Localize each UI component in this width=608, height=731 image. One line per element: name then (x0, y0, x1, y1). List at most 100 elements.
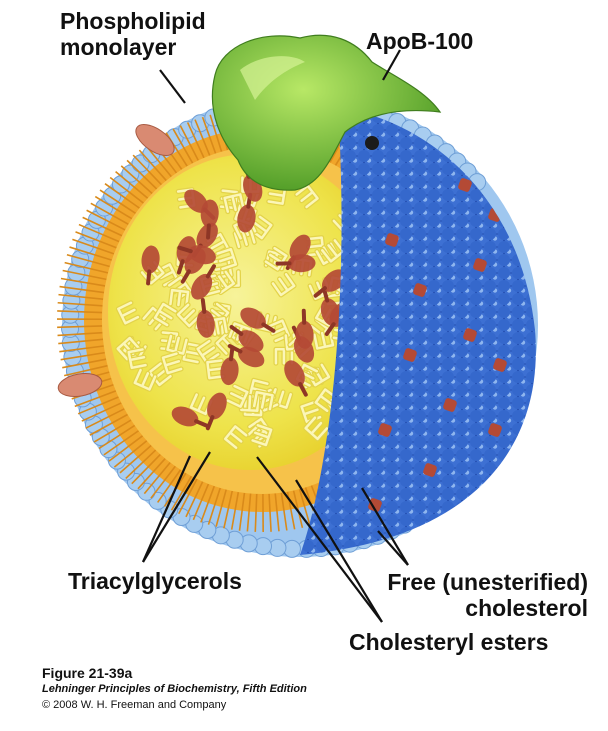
free-cholesterol-dot (493, 358, 507, 372)
lipid-tail (201, 116, 217, 154)
lipid-tail (179, 125, 199, 161)
triacylglycerol-molecule (305, 362, 332, 388)
triacylglycerol-molecule (268, 386, 294, 411)
triacylglycerol-molecule (210, 269, 237, 296)
lipid-tail (93, 419, 132, 443)
lipid-tail (59, 345, 104, 353)
lipid-tail (58, 338, 104, 345)
leader-free-a (361, 487, 409, 566)
lipid-tail (185, 481, 204, 518)
triacylglycerol-molecule (215, 246, 239, 272)
free-cholesterol-dot (488, 423, 502, 437)
free-cholesterol-dot (368, 498, 382, 512)
cholesteryl-ester (240, 307, 276, 333)
triacylglycerol-molecule (132, 367, 158, 392)
lipid-tail (85, 408, 125, 429)
lipid-tail (98, 424, 136, 450)
leader-lines (141, 49, 409, 623)
label-triacylglycerols: Triacylglycerols (68, 568, 242, 594)
leader-free-b (377, 530, 409, 566)
lipid-tail (64, 261, 109, 274)
lipid-tail (172, 128, 194, 164)
lipid-tail (186, 122, 205, 159)
triacylglycerol-molecule (232, 226, 257, 250)
lipid-tail (298, 488, 311, 527)
lipid-tail (246, 493, 252, 532)
lipid-tail (280, 492, 288, 531)
lipid-tail (230, 491, 240, 530)
triacylglycerol-molecule (251, 389, 276, 412)
lipid-tail (125, 449, 157, 480)
cholesteryl-ester (141, 245, 160, 286)
label-free-line1: Free (unesterified) (387, 569, 588, 595)
cholesteryl-ester (284, 360, 308, 397)
free-cholesterol-dot (463, 328, 477, 342)
lipid-tail (143, 461, 171, 495)
triacylglycerol-molecule (195, 338, 221, 365)
lipid-tail (99, 189, 137, 215)
lipid-tail (57, 325, 103, 329)
cholesteryl-ester (205, 392, 227, 431)
lipid-tail (57, 331, 103, 337)
triacylglycerol-molecule (204, 358, 226, 381)
triacylglycerol-molecule (303, 415, 330, 442)
lipid-tail (74, 390, 117, 408)
lipid-tail (126, 159, 158, 190)
lipid-tail (170, 475, 193, 511)
lipid-tail (60, 351, 105, 361)
leader-tri-b (142, 451, 211, 563)
cholesteryl-ester (191, 264, 216, 300)
label-phospholipid-line2: monolayer (60, 34, 177, 60)
cholesteryl-ester (227, 344, 265, 368)
leader-chol-a (256, 456, 383, 623)
triacylglycerol-molecule (165, 333, 189, 357)
label-phospholipid-line1: Phospholipid (60, 8, 206, 34)
lipid-tail (60, 277, 106, 287)
triacylglycerol-molecule (270, 271, 297, 298)
lipid-tail (115, 170, 149, 199)
lipid-tail (66, 254, 110, 268)
lipid-tail (86, 209, 126, 231)
lipid-tail (64, 364, 108, 377)
free-cholesterol-dot (385, 233, 399, 247)
lipid-tail (132, 154, 163, 186)
triacylglycerol-molecule (115, 335, 142, 362)
triacylglycerol-molecule (160, 351, 184, 376)
book-title: Lehninger Principles of Biochemistry, Fi… (42, 683, 307, 695)
surface-dark-dot (365, 136, 379, 150)
lipid-tail (89, 413, 129, 436)
lipid-tail (69, 246, 113, 261)
triacylglycerol-molecule (319, 237, 346, 264)
triacylglycerol-molecule (313, 387, 340, 414)
leader-apob (382, 49, 401, 81)
label-free-cholesterol: Free (unesterified) cholesterol (378, 569, 588, 621)
lipid-tail (77, 396, 119, 415)
lipid-tail (103, 430, 140, 456)
triacylglycerol-molecule (115, 300, 141, 326)
triacylglycerol-molecule (222, 191, 246, 215)
free-cholesterol-dot (423, 463, 437, 477)
triacylglycerol-molecule (238, 393, 261, 414)
free-cholesterol-dot (443, 398, 457, 412)
lipid-tail (238, 492, 246, 531)
triacylglycerol-molecule (175, 302, 202, 329)
free-cholesterol-dot (378, 423, 392, 437)
triacylglycerol-molecule (263, 245, 289, 272)
triacylglycerol-molecule (247, 214, 274, 241)
triacylglycerol-molecule (214, 329, 241, 356)
lipid-tail (268, 493, 272, 532)
lipid-tail (62, 358, 107, 369)
lipid-tail (292, 490, 304, 529)
triacylglycerol-molecule (204, 301, 231, 328)
free-cholesterol-dot (458, 178, 472, 192)
triacylglycerol-molecule (181, 341, 204, 365)
lipid-tail (94, 195, 133, 220)
figure-number: Figure 21-39a (42, 665, 133, 681)
surface-cholesterol (368, 178, 507, 512)
lipid-tail (108, 435, 144, 462)
label-cholesteryl-esters: Cholesteryl esters (349, 629, 549, 655)
lipid-tail (90, 202, 129, 225)
lipid-tail (58, 293, 104, 300)
lipid-tail (131, 453, 161, 485)
lipid-tail (113, 440, 148, 468)
